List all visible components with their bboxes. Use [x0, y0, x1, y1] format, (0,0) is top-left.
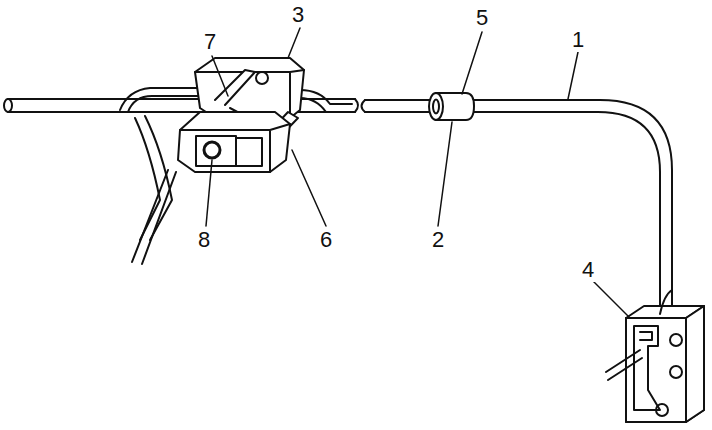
callout-number: 5	[474, 6, 490, 30]
callout-number: 2	[430, 228, 446, 252]
callout-number: 3	[290, 3, 306, 27]
callout-number: 7	[202, 30, 218, 54]
callout-number: 6	[318, 228, 334, 252]
callout-number: 8	[196, 228, 212, 252]
callout-number: 4	[580, 258, 596, 282]
callout-number: 1	[570, 28, 586, 52]
